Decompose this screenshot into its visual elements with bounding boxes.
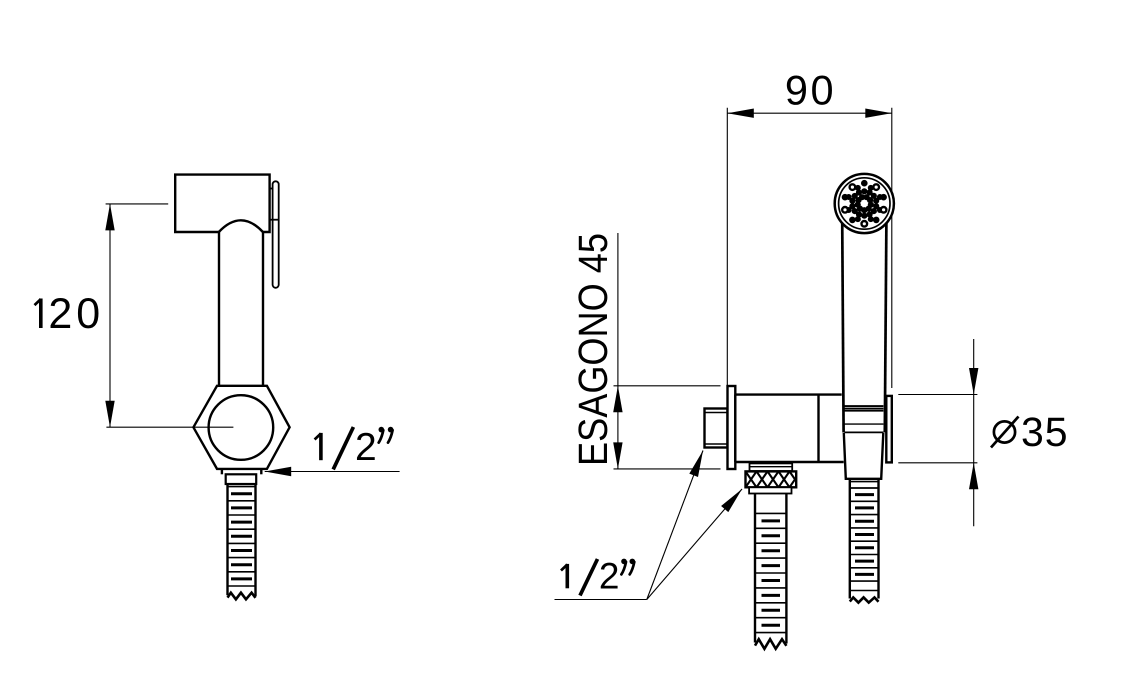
svg-text:2: 2 <box>355 426 377 469</box>
svg-text:20: 20 <box>48 290 104 338</box>
svg-text:90: 90 <box>785 66 836 113</box>
svg-text:ESAGONO 45: ESAGONO 45 <box>570 233 616 466</box>
svg-text:35: 35 <box>1021 409 1069 455</box>
svg-text:2: 2 <box>599 555 620 596</box>
